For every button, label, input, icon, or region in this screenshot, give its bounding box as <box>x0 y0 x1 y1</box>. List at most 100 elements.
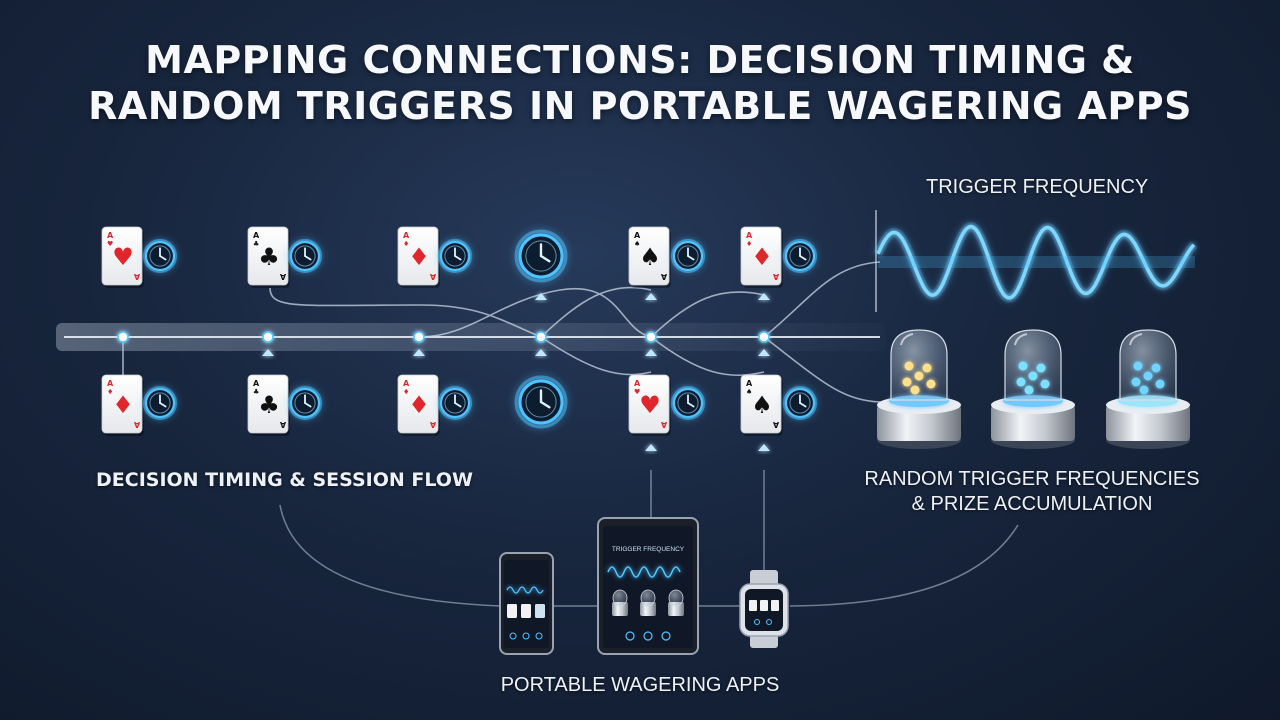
heart-icon: ♥ <box>112 243 134 271</box>
card-rank-inverted: A <box>772 272 779 281</box>
card-rank-inverted: A <box>660 420 667 429</box>
card-suit-small: ♦ <box>107 388 113 396</box>
timeline-node <box>413 331 425 343</box>
prize-dome-icon <box>1106 329 1190 449</box>
connector-curves <box>122 261 881 403</box>
card-rank-inverted: A <box>279 420 286 429</box>
arrows <box>262 293 770 460</box>
up-arrow-icon <box>758 349 770 365</box>
card-rank: A <box>634 231 641 240</box>
timeline-node <box>758 331 770 343</box>
clock-icon <box>514 229 568 283</box>
tablet-icon: TRIGGER FREQUENCY <box>597 517 699 655</box>
prize-ball <box>910 385 920 395</box>
clock-icon <box>671 239 705 273</box>
diamond-icon: ♦ <box>112 391 134 419</box>
playing-card-diamond: A♦♦A <box>740 226 783 288</box>
up-arrow-icon <box>645 444 657 460</box>
up-arrow-icon <box>535 293 547 309</box>
playing-card-heart: A♥♥A <box>101 226 144 288</box>
card-rank: A <box>253 379 260 388</box>
card-suit-small: ♠ <box>634 240 640 248</box>
card-rank: A <box>107 231 114 240</box>
prize-domes <box>877 329 1190 449</box>
card-rank-inverted: A <box>772 420 779 429</box>
title-line-2: RANDOM TRIGGERS IN PORTABLE WAGERING APP… <box>88 84 1192 128</box>
prize-ball <box>1133 361 1143 371</box>
prize-ball <box>904 361 914 371</box>
playing-card-diamond: A♦♦A <box>101 374 144 436</box>
clock-icon <box>438 239 472 273</box>
timeline-node <box>262 331 274 343</box>
card-rank: A <box>253 231 260 240</box>
clock-icon <box>143 239 177 273</box>
timeline-nodes <box>117 331 770 343</box>
card-suit-small: ♦ <box>403 388 409 396</box>
prize-ball <box>1155 379 1165 389</box>
prize-ball <box>914 371 924 381</box>
spade-icon: ♠ <box>751 391 773 419</box>
playing-card-spade: A♠♠A <box>628 226 671 288</box>
card-rank: A <box>107 379 114 388</box>
card-rank: A <box>746 379 753 388</box>
smartphone-icon <box>499 552 554 655</box>
random-triggers-label-line2: & PRIZE ACCUMULATION <box>911 493 1153 515</box>
clock-icon <box>514 375 568 429</box>
decision-timing-label: DECISION TIMING & SESSION FLOW <box>96 469 473 491</box>
card-rank-inverted: A <box>660 272 667 281</box>
timeline-node <box>645 331 657 343</box>
playing-card-club: A♣♣A <box>247 226 290 288</box>
diamond-icon: ♦ <box>408 391 430 419</box>
clock-icon <box>288 239 322 273</box>
bottom-row: A♦♦AA♣♣AA♦♦AA♥♥AA♠♠A <box>101 374 817 436</box>
card-rank: A <box>403 231 410 240</box>
heart-icon: ♥ <box>639 391 661 419</box>
up-arrow-icon <box>758 293 770 309</box>
playing-card-spade: A♠♠A <box>740 374 783 436</box>
card-rank-inverted: A <box>133 420 140 429</box>
timeline-node <box>117 331 129 343</box>
playing-card-club: A♣♣A <box>247 374 290 436</box>
card-rank: A <box>403 379 410 388</box>
card-rank-inverted: A <box>429 420 436 429</box>
smartwatch-icon <box>739 570 789 648</box>
prize-dome-icon <box>991 329 1075 449</box>
portable-apps-label: PORTABLE WAGERING APPS <box>500 674 780 696</box>
prize-ball <box>1040 379 1050 389</box>
card-rank: A <box>746 231 753 240</box>
prize-ball <box>1151 363 1161 373</box>
prize-dome-icon <box>877 329 961 449</box>
card-rank: A <box>634 379 641 388</box>
clock-icon <box>783 239 817 273</box>
up-arrow-icon <box>535 349 547 365</box>
timeline-node <box>535 331 547 343</box>
title-line-1: MAPPING CONNECTIONS: DECISION TIMING & <box>145 38 1135 82</box>
up-arrow-icon <box>262 349 274 365</box>
playing-card-heart: A♥♥A <box>628 374 671 436</box>
clock-icon <box>671 386 705 420</box>
up-arrow-icon <box>413 349 425 365</box>
spade-icon: ♠ <box>639 243 661 271</box>
prize-ball <box>902 377 912 387</box>
tablet-screen-title: TRIGGER FREQUENCY <box>612 546 685 553</box>
prize-ball <box>1028 371 1038 381</box>
card-suit-small: ♣ <box>253 240 259 248</box>
prize-ball <box>1036 363 1046 373</box>
up-arrow-icon <box>645 349 657 365</box>
prize-ball <box>1131 377 1141 387</box>
club-icon: ♣ <box>258 243 280 271</box>
card-suit-small: ♥ <box>107 240 113 248</box>
trigger-frequency-wave <box>873 221 1198 303</box>
prize-ball <box>922 363 932 373</box>
prize-ball <box>926 379 936 389</box>
top-row: A♥♥AA♣♣AA♦♦AA♠♠AA♦♦A <box>101 226 817 288</box>
card-rank-inverted: A <box>133 272 140 281</box>
card-suit-small: ♦ <box>746 240 752 248</box>
clock-icon <box>783 386 817 420</box>
playing-card-diamond: A♦♦A <box>397 374 440 436</box>
card-suit-small: ♣ <box>253 388 259 396</box>
diamond-icon: ♦ <box>408 243 430 271</box>
trigger-frequency-label: TRIGGER FREQUENCY <box>926 176 1149 198</box>
